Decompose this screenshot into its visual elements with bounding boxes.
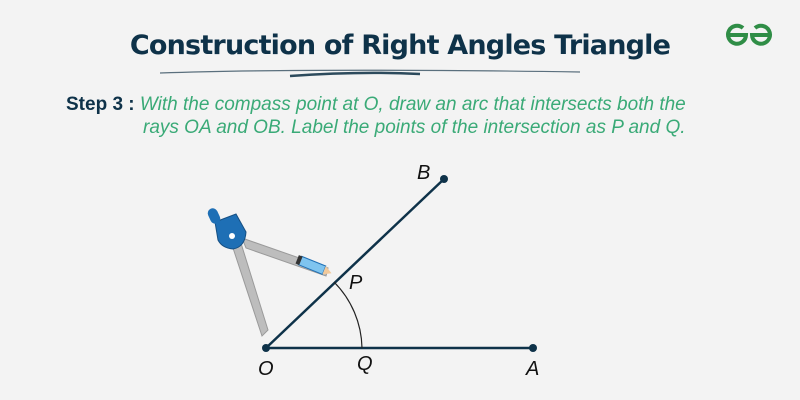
step-text-line1: With the compass point at O, draw an arc… [139,94,686,115]
label-q: Q [357,353,373,375]
step-text-line2: rays OA and OB. Label the points of the … [143,117,686,138]
point-o [262,344,270,352]
label-b: B [417,162,431,184]
page-title: Construction of Right Angles Triangle [129,30,671,61]
label-p: P [349,272,363,294]
point-b [440,175,448,183]
compass-icon [207,208,332,337]
step-label: Step 3 : [66,94,135,115]
title-underline [160,69,580,78]
label-o: O [258,358,274,380]
step-instruction: Step 3 : With the compass point at O, dr… [66,93,686,117]
arc-pq [333,281,363,349]
ray-ob [265,178,445,349]
label-a: A [526,358,540,380]
point-a [529,344,537,352]
gfg-logo-icon [726,23,772,46]
